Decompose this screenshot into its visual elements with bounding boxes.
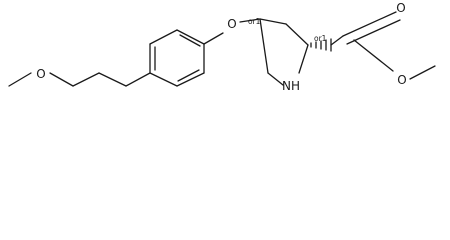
pyrrolidine-bond-c4-c5 [259,18,287,25]
benzene-double-bond-b [179,34,201,47]
stereo-hash-bond-c2 [310,38,332,52]
bond-ch2-ring [98,72,127,87]
bond-carbonyl-double-2 [346,19,401,45]
benzene-bond-1 [125,72,151,87]
stereo-label-c4: or1 [248,17,261,26]
bond-carbonyl-c-ester-o [353,39,394,72]
ester-oxygen-label: O [397,73,406,87]
pyrrolidine-bond-c2-n [298,44,309,74]
bond-ch2-ch2 [72,72,100,87]
benzene-bond-6 [176,72,205,87]
benzene-bond-3 [149,29,178,45]
bond-carbonyl-double-1 [342,11,397,37]
ether-oxygen-label: O [227,17,236,31]
benzene-bond-4 [176,29,205,45]
bond-o-ch2 [49,72,74,87]
pyrrolidine-bond-c5-c2 [285,23,309,46]
benzene-double-bond-c [177,69,200,82]
pyrrolidine-bond-c3-c4 [259,18,269,74]
bond-ring-ether-o [203,32,224,45]
pyrrolidine-bond-n-c3 [267,72,284,86]
bond-ester-o-methyl [409,65,436,80]
methoxy-oxygen-label: O [36,67,45,81]
bond-ether-o-c4 [239,18,261,23]
chemical-structure-diagram: O O NH O O or1 or1 [8,1,436,93]
stereo-label-c2: or1 [314,34,327,43]
bond-methyl-o [8,72,32,87]
benzene-bond-7 [149,72,178,87]
bond-c2-carbonyl-c [330,35,344,46]
ring-nitrogen-label: NH [282,79,300,93]
carbonyl-oxygen-label: O [396,1,405,15]
